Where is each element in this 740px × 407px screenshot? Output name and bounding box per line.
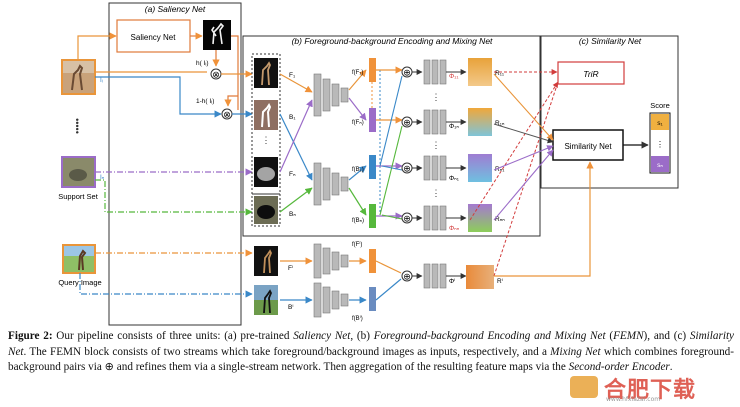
similarity-panel-title: (c) Similarity Net — [579, 36, 642, 46]
fg-image-1 — [254, 58, 278, 88]
caption-mixing-net: Mixing Net — [550, 345, 601, 358]
score-sn-label: sₙ — [657, 162, 663, 169]
oplus-q: ⊕ — [403, 272, 411, 282]
score-sn — [651, 156, 669, 172]
in-label: Iₙ — [100, 174, 105, 181]
bg-label-query: Bⁱ — [288, 303, 294, 311]
saliency-net-label: Saliency Net — [131, 33, 177, 42]
r-nn-label: Rₙₙ — [495, 216, 505, 223]
fg-label-query: Fⁱ — [288, 264, 293, 272]
feature-b1 — [369, 155, 376, 179]
caption-part-4: ), and (c) — [643, 330, 690, 342]
r-1n-label: R₁ₙ — [495, 120, 505, 127]
oplus-nn: ⊕ — [403, 214, 411, 224]
pipeline-figure: (a) Saliency Net (b) Foreground-backgrou… — [58, 2, 679, 326]
query-image-label: Query Image — [58, 278, 101, 287]
femn-panel-title: (b) Foreground-background Encoding and M… — [292, 36, 493, 46]
ii-label: Iᵢ — [100, 77, 103, 84]
multiply-bg-symbol: ⊗ — [223, 110, 231, 120]
fg-label-1: F₁ — [289, 72, 296, 79]
query-fg-encoder-stack — [313, 243, 349, 279]
saliency-panel-title: (a) Saliency Net — [145, 4, 206, 14]
r-n1-label: Rₙ₁ — [495, 166, 505, 173]
caption-femn-abbr: FEMN — [613, 330, 644, 342]
phi-nn: Φₙₙ — [449, 225, 460, 232]
r-q-label: Rⁱ — [497, 277, 503, 285]
feature-bn — [369, 204, 376, 228]
phi-n1: Φₙ₁ — [449, 175, 460, 182]
caption-lead: Figure 2: — [8, 330, 53, 342]
r-11-map — [468, 58, 492, 86]
feature-label-bn: f(Bₙ) — [352, 218, 364, 224]
phi-1n: Φ₁ₙ — [449, 123, 459, 130]
r-11-label: R₁₁ — [495, 70, 505, 77]
trir-box — [557, 61, 625, 85]
r-n1-map — [468, 154, 492, 182]
caption-femn: Foreground-background Encoding and Mixin… — [373, 330, 606, 342]
caption-part-6: which combines foreground-background pai… — [8, 345, 734, 374]
one-minus-h-label: 1-h( Iᵢ) — [196, 98, 214, 105]
r-q-map — [466, 265, 494, 289]
score-vdots: ⋮ — [656, 140, 664, 149]
similarity-panel — [540, 35, 679, 189]
bg-encoder-stack — [313, 162, 349, 206]
query-bg-encoder-stack — [313, 282, 349, 318]
fg-image-query — [254, 246, 278, 276]
saliency-panel — [108, 2, 242, 326]
watermark-logo-icon — [570, 376, 598, 398]
masked-vdots: ⋮ — [262, 135, 271, 145]
bg-label-1: B₁ — [289, 114, 296, 121]
score-title: Score — [650, 101, 670, 110]
feature-fq — [369, 249, 376, 273]
watermark: 合肥下载 www.hfxiazai.com — [570, 368, 720, 404]
saliency-map-image — [203, 20, 231, 50]
oplus-11: ⊕ — [403, 68, 411, 78]
phi-11: Φ₁₁ — [449, 73, 459, 80]
h-label: h( Iᵢ) — [196, 60, 209, 67]
oplus-n1: ⊕ — [403, 164, 411, 174]
bg-image-1 — [254, 100, 278, 130]
score-s1-label: s₁ — [657, 120, 663, 127]
caption-part-5: . The FEMN block consists of two streams… — [23, 345, 551, 358]
mix-vdots-2: ⋮ — [432, 140, 441, 150]
caption-part-2: , (b) — [350, 330, 374, 342]
bg-label-n: Bₙ — [289, 211, 296, 218]
feature-label-f1: f(F₁) — [352, 70, 363, 76]
score-s1 — [651, 114, 669, 130]
support-dots: ••••• — [72, 118, 82, 134]
watermark-text: 合肥下载 — [604, 378, 697, 403]
trir-label: TriR — [583, 69, 598, 79]
feature-label-fn: f(Fₙ) — [352, 120, 364, 126]
mix-vdots-1: ⋮ — [432, 92, 441, 102]
r-nn-map — [468, 204, 492, 232]
fg-encoder-stack — [313, 73, 349, 117]
phi-q: Φⁱ — [449, 277, 455, 285]
support-set-label: Support Set — [58, 192, 99, 201]
r-1n-map — [468, 108, 492, 136]
feature-label-fq: f(Fⁱ) — [352, 240, 362, 248]
caption-part-3: ( — [605, 330, 614, 342]
caption-part-1: Our pipeline consists of three units: (a… — [52, 330, 294, 342]
caption-similarity-net: Similarity Net — [8, 330, 735, 358]
fg-label-n: Fₙ — [289, 171, 296, 178]
mix-vdots-3: ⋮ — [432, 188, 441, 198]
oplus-1n: ⊕ — [403, 118, 411, 128]
caption-saliency-net: Saliency Net — [293, 330, 351, 342]
feature-label-bq: f(Bⁱ) — [352, 314, 363, 322]
similarity-net-label: Similarity Net — [564, 142, 612, 151]
caption-second-order: Second-order Encoder — [568, 361, 670, 374]
feature-bq — [369, 287, 376, 311]
feature-label-b1: f(B₁) — [352, 167, 364, 173]
feature-fn — [369, 108, 376, 132]
caption-part-7: . — [669, 361, 673, 374]
figure-caption: Figure 2: Our pipeline consists of three… — [8, 329, 734, 376]
watermark-sub: www.hfxiazai.com — [606, 396, 661, 403]
saliency-net-box — [116, 19, 191, 53]
multiply-fg-symbol: ⊗ — [212, 70, 220, 80]
mix-add-icons — [401, 66, 413, 282]
feature-f1 — [369, 58, 376, 82]
